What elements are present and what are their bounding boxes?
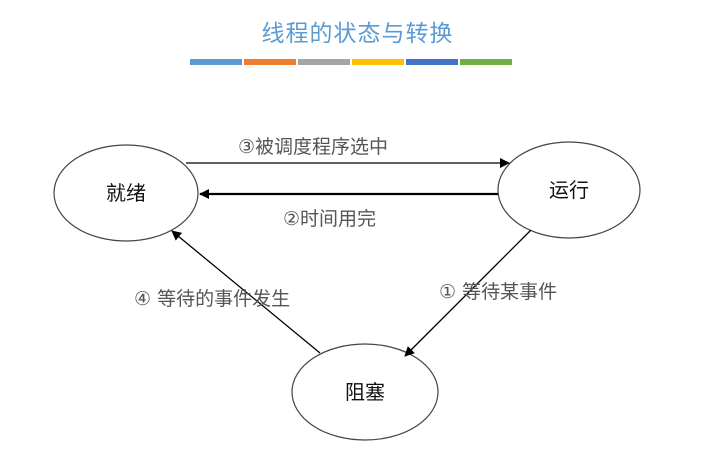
node-blocked: 阻塞 <box>291 343 439 441</box>
node-ready: 就绪 <box>53 144 199 242</box>
color-bar-segment-2 <box>244 59 296 65</box>
edge-wait-arrow <box>404 229 532 357</box>
node-blocked-label: 阻塞 <box>345 380 385 404</box>
color-bar-segment-4 <box>352 59 404 65</box>
node-ready-label: 就绪 <box>106 181 146 205</box>
color-bar-segment-6 <box>460 59 512 65</box>
edge-wait-label: ① 等待某事件 <box>439 281 557 303</box>
edge-scheduled-label: ③被调度程序选中 <box>238 136 388 158</box>
color-bar-segment-1 <box>190 59 242 65</box>
edge-event-label: ④ 等待的事件发生 <box>134 288 290 310</box>
node-running-label: 运行 <box>549 178 589 202</box>
edge-event-arrow <box>171 230 321 354</box>
color-bar-segment-5 <box>406 59 458 65</box>
node-running: 运行 <box>497 141 641 239</box>
color-bar <box>190 59 512 65</box>
edge-timeout-label: ②时间用完 <box>283 208 376 230</box>
color-bar-segment-3 <box>298 59 350 65</box>
page-title: 线程的状态与转换 <box>261 21 454 47</box>
